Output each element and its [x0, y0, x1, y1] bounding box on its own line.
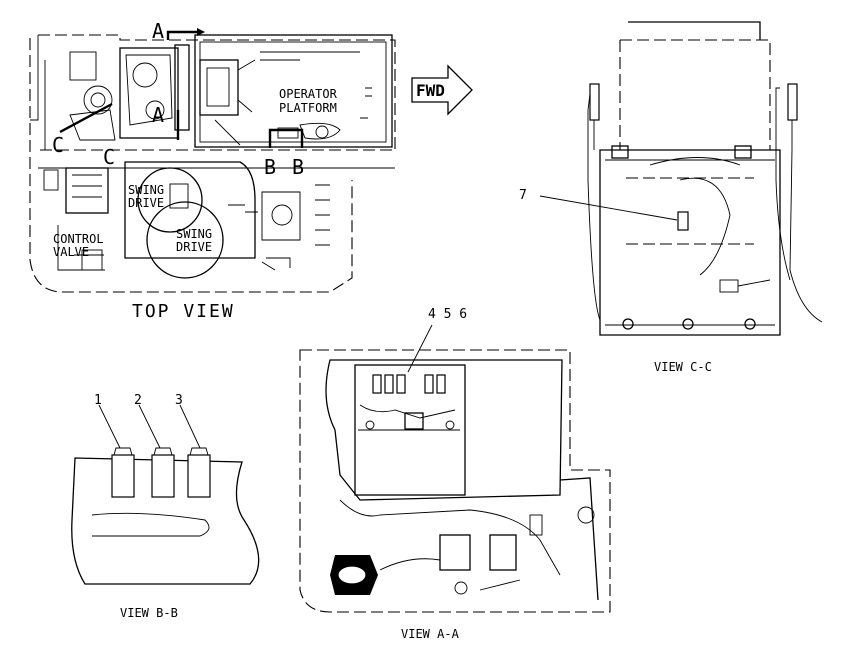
section-b-label-left: B: [264, 155, 276, 179]
view-aa-callout-456: 4 5 6: [428, 307, 467, 322]
view-bb-callout-3: 3: [175, 393, 183, 408]
section-a-label-top: A: [152, 19, 164, 43]
swing-drive-upper-label-1: SWING: [128, 183, 164, 197]
view-bb-callout-2: 2: [134, 393, 142, 408]
control-valve-label-2: VALVE: [53, 245, 89, 259]
view-cc-title: VIEW C-C: [654, 360, 712, 374]
top-view-title: TOP VIEW: [132, 301, 235, 322]
view-bb: 1 2 3 VIEW B-B: [71, 393, 260, 620]
platform-label: PLATFORM: [279, 101, 337, 115]
operator-label: OPERATOR: [279, 87, 338, 101]
fwd-label: FWD: [416, 81, 445, 100]
top-view: A A C C B B OPERATOR PLATFORM SWING DRIV…: [29, 19, 396, 322]
view-bb-callout-1: 1: [94, 393, 102, 408]
control-valve-label-1: CONTROL: [53, 232, 104, 246]
section-a-label-bottom: A: [152, 103, 164, 127]
view-aa: 4 5 6 VIEW A-A: [299, 307, 611, 641]
view-cc: 7 VIEW C-C: [519, 21, 823, 374]
view-bb-title: VIEW B-B: [120, 606, 178, 620]
section-c-label-right: C: [103, 145, 115, 169]
swing-drive-lower-label-2: DRIVE: [176, 240, 212, 254]
section-c-label-left: C: [52, 133, 64, 157]
swing-drive-upper-label-2: DRIVE: [128, 196, 164, 210]
view-aa-title: VIEW A-A: [401, 627, 460, 641]
fwd-arrow: FWD: [411, 64, 473, 116]
swing-drive-lower-label-1: SWING: [176, 227, 212, 241]
view-cc-callout-7: 7: [519, 188, 527, 203]
section-b-label-right: B: [292, 155, 304, 179]
